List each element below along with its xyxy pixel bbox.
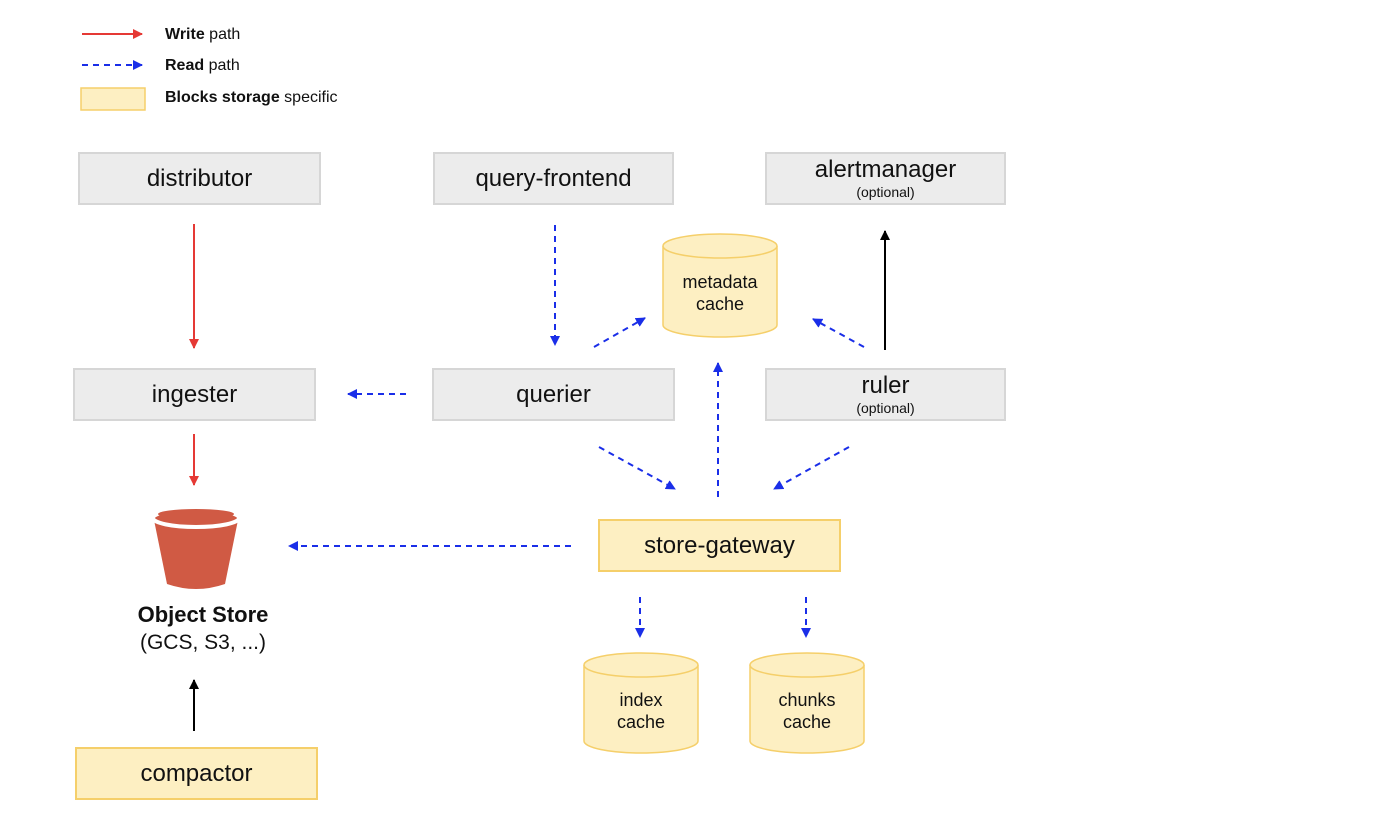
- edge-ruler-metadata-cache: [812, 318, 865, 348]
- legend-blocks-label: Blocks storage specific: [165, 89, 338, 106]
- edge-querier-metadata-cache: [593, 317, 646, 348]
- ruler-optional-label: (optional): [856, 400, 915, 416]
- alertmanager-optional-label: (optional): [856, 184, 915, 200]
- bucket-icon: [151, 507, 241, 589]
- edge-ruler-store-gateway: [773, 446, 850, 490]
- ruler-label: ruler: [861, 372, 910, 399]
- query-frontend-label: query-frontend: [475, 164, 632, 192]
- legend-read-label: Read path: [165, 57, 240, 74]
- edge-querier-store-gateway: [598, 446, 676, 490]
- object-store-subtitle: (GCS, S3, ...): [139, 631, 267, 654]
- distributor-node: distributor: [78, 152, 321, 205]
- store-gateway-node: store-gateway: [598, 519, 841, 572]
- distributor-label: distributor: [146, 164, 253, 192]
- legend-blocks-swatch: [80, 87, 146, 111]
- chunks-cache-cylinder: [749, 652, 865, 754]
- object-store-title: Object Store: [137, 602, 269, 627]
- ingester-label: ingester: [151, 380, 238, 408]
- querier-node: querier: [432, 368, 675, 421]
- object-store-label: Object Store (GCS, S3, ...): [103, 601, 303, 657]
- ruler-node: ruler (optional): [765, 368, 1006, 421]
- compactor-label: compactor: [140, 759, 253, 787]
- alertmanager-node: alertmanager (optional): [765, 152, 1006, 205]
- metadata-cache-cylinder: [662, 233, 778, 338]
- alertmanager-label: alertmanager: [814, 156, 957, 183]
- store-gateway-label: store-gateway: [644, 531, 795, 559]
- query-frontend-node: query-frontend: [433, 152, 674, 205]
- ingester-node: ingester: [73, 368, 316, 421]
- legend-write-label: Write path: [165, 26, 241, 43]
- compactor-node: compactor: [75, 747, 318, 800]
- index-cache-cylinder: [583, 652, 699, 754]
- querier-label: querier: [516, 380, 591, 408]
